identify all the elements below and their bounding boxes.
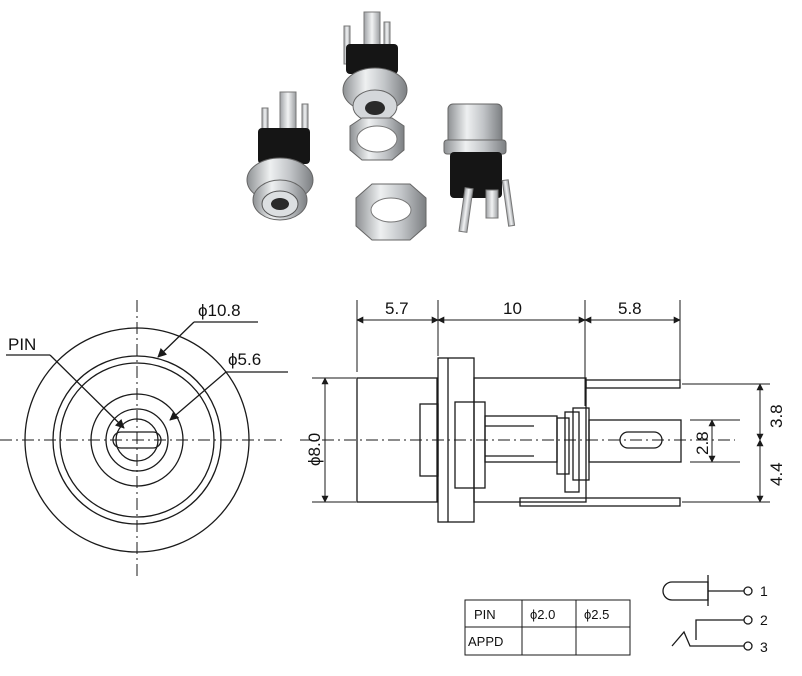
side-length-right: 5.8 (618, 299, 642, 318)
table-header-d25: ϕ2.5 (584, 607, 609, 622)
jack-photo-front-left (246, 91, 314, 221)
front-view-drawing (0, 300, 288, 580)
pin-number-3: 3 (760, 639, 768, 655)
front-outer-flange-circle (24, 327, 250, 553)
table-header-d20: ϕ2.0 (530, 607, 555, 622)
side-pin-center (588, 419, 682, 463)
front-inner-diameter-label: ϕ5.6 (228, 350, 261, 369)
side-barrel (356, 377, 438, 503)
pin-number-1: 1 (760, 583, 768, 599)
front-outer-diameter-label: ϕ10.8 (198, 301, 241, 320)
side-pin-gap-bottom: 4.4 (767, 462, 786, 486)
pinout-symbol (662, 575, 753, 651)
front-socket-circle (90, 393, 184, 487)
table-row-appd: APPD (468, 634, 503, 649)
hex-nut-photo (355, 183, 427, 241)
front-thread-circle (52, 355, 222, 525)
spec-table (464, 599, 631, 656)
side-pin-top (585, 379, 681, 389)
side-pin-bottom (519, 497, 681, 507)
side-pin-gap-top: 3.8 (767, 404, 786, 428)
jack-photo-side-right (443, 103, 516, 233)
front-pin-label: PIN (8, 335, 36, 354)
side-length-middle: 10 (503, 299, 522, 318)
table-header-pin: PIN (474, 607, 496, 622)
front-pin-circle (115, 418, 159, 462)
side-length-left: 5.7 (385, 299, 409, 318)
side-slot-width: 2.8 (693, 431, 712, 455)
pin-number-2: 2 (760, 612, 768, 628)
side-body-diameter: ϕ8.0 (305, 433, 324, 466)
side-view-drawing (300, 300, 770, 523)
jack-photo-front-center (342, 11, 408, 161)
product-photos (246, 11, 516, 241)
